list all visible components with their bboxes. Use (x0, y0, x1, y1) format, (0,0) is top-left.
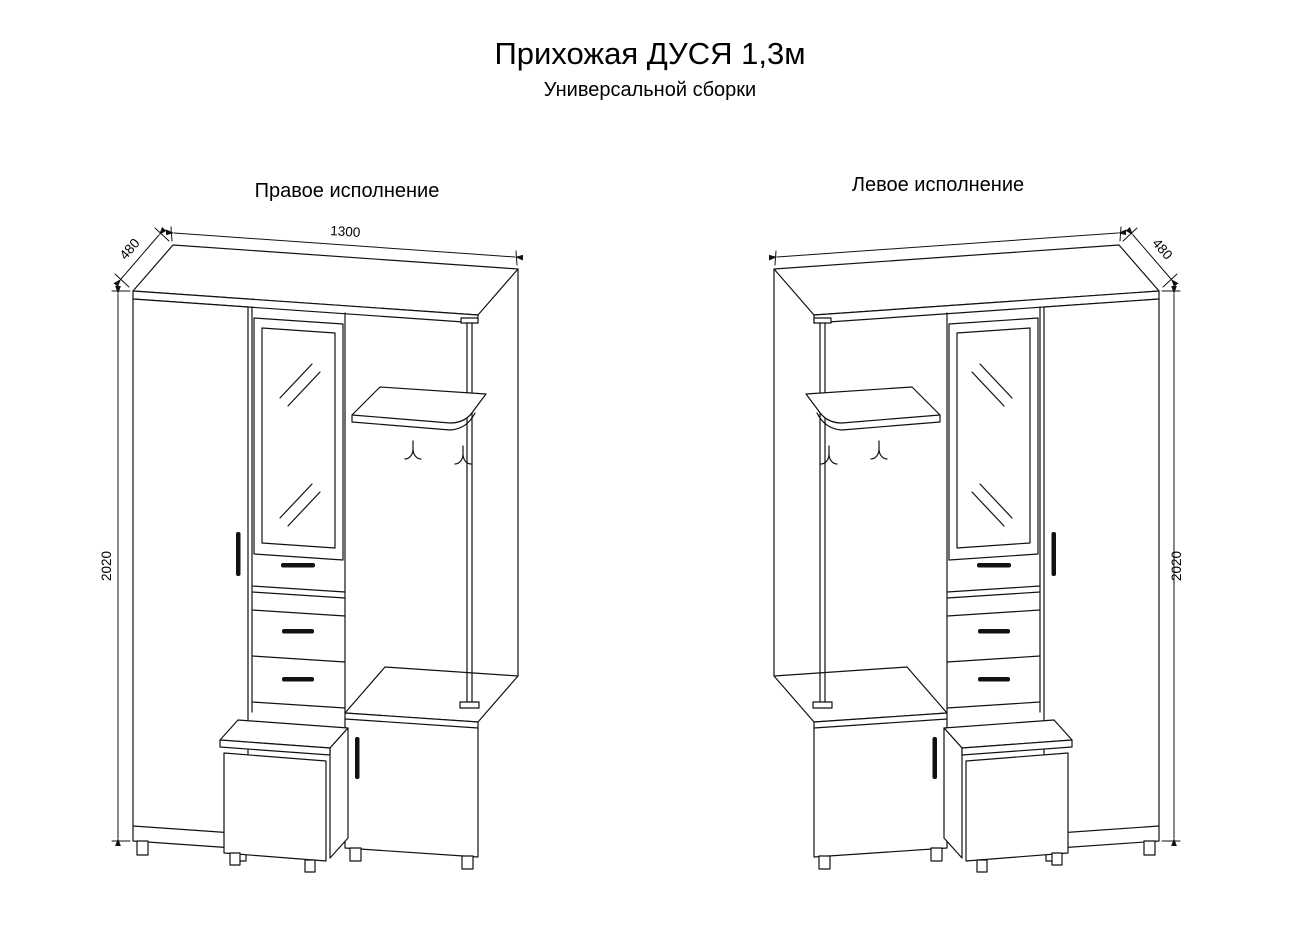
page-title: Прихожая ДУСЯ 1,3м (494, 36, 805, 71)
left-version-label: Левое исполнение (852, 174, 1024, 196)
right-version-drawing (112, 227, 518, 872)
left-version-drawing (774, 227, 1180, 872)
dim-height-right-version: 2020 (99, 551, 114, 581)
page-subtitle: Универсальной сборки (544, 79, 756, 101)
right-version-label: Правое исполнение (255, 180, 440, 202)
dim-width-right-version: 1300 (330, 223, 361, 240)
dim-height-left-version: 2020 (1169, 551, 1184, 581)
